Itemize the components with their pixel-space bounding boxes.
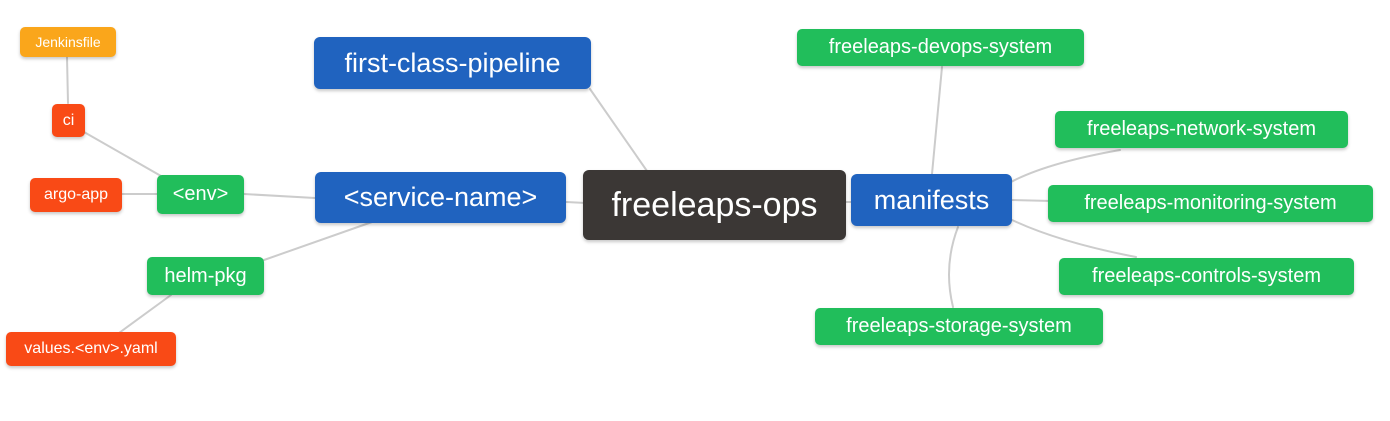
node-jenkinsfile[interactable]: Jenkinsfile xyxy=(20,27,116,57)
edge-helm-pkg-to-service-name xyxy=(263,221,373,261)
edge-pipeline-to-root xyxy=(589,88,648,172)
edge-manifests-to-controls-system xyxy=(1009,218,1137,258)
edge-manifests-to-network-system xyxy=(1008,149,1121,184)
node-freeleaps-network-system[interactable]: freeleaps-network-system xyxy=(1055,111,1348,148)
node-freeleaps-storage-system[interactable]: freeleaps-storage-system xyxy=(815,308,1103,345)
edge-ci-to-env xyxy=(83,131,162,177)
node-freeleaps-monitoring-system[interactable]: freeleaps-monitoring-system xyxy=(1048,185,1373,222)
node-argo-app[interactable]: argo-app xyxy=(30,178,122,212)
edge-manifests-to-storage-system xyxy=(948,226,959,308)
edge-helm-pkg-to-values xyxy=(118,294,172,334)
edge-jenkinsfile-to-ci xyxy=(66,56,69,104)
edge-env-to-service-name xyxy=(243,193,316,199)
node-env[interactable]: <env> xyxy=(157,175,244,214)
node-helm-pkg[interactable]: helm-pkg xyxy=(147,257,264,295)
edge-service-name-to-root xyxy=(565,201,587,204)
node-values-env-yaml[interactable]: values.<env>.yaml xyxy=(6,332,176,366)
node-freeleaps-ops-root[interactable]: freeleaps-ops xyxy=(583,170,846,240)
edge-manifests-to-monitoring-system xyxy=(1009,199,1053,202)
node-freeleaps-devops-system[interactable]: freeleaps-devops-system xyxy=(797,29,1084,66)
node-freeleaps-controls-system[interactable]: freeleaps-controls-system xyxy=(1059,258,1354,295)
node-first-class-pipeline[interactable]: first-class-pipeline xyxy=(314,37,591,89)
edge-manifests-to-devops-system xyxy=(931,66,943,175)
node-service-name[interactable]: <service-name> xyxy=(315,172,566,223)
node-manifests[interactable]: manifests xyxy=(851,174,1012,226)
node-ci[interactable]: ci xyxy=(52,104,85,137)
